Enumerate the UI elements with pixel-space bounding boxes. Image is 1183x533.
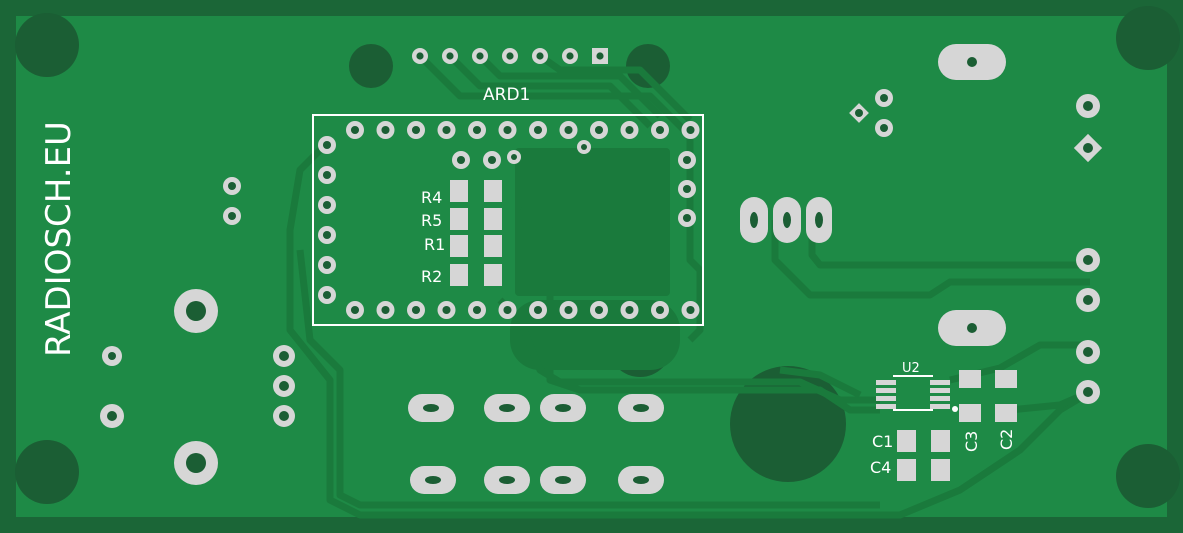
capacitor-label-c3: C3 bbox=[962, 431, 981, 452]
resistor-label-r4: R4 bbox=[421, 188, 442, 207]
header-pad-drill bbox=[381, 305, 390, 315]
copper-traces bbox=[286, 53, 1092, 519]
copper-fill bbox=[510, 148, 680, 370]
ic-u2-footprint bbox=[876, 375, 958, 412]
header-pad-drill bbox=[456, 155, 466, 165]
slot-pads bbox=[408, 44, 1006, 494]
ic-label-u2: U2 bbox=[902, 361, 920, 376]
resistor-label-r1: R1 bbox=[424, 235, 445, 254]
header-pad-drill bbox=[381, 125, 390, 135]
header-pad-drill bbox=[322, 230, 332, 240]
top-header-pads bbox=[412, 48, 608, 64]
header-pad-drill bbox=[506, 52, 514, 60]
header-pad-drill bbox=[594, 305, 604, 315]
capacitor-label-c4: C4 bbox=[870, 458, 891, 477]
header-pad-drill bbox=[350, 305, 360, 315]
header-pad-drill bbox=[564, 305, 573, 315]
module-header-pads bbox=[318, 121, 700, 319]
header-pad-drill bbox=[536, 52, 544, 60]
header-pad-drill bbox=[564, 125, 573, 135]
header-pad-drill bbox=[472, 305, 482, 315]
header-pad-drill bbox=[411, 125, 421, 135]
header-pad-drill bbox=[503, 125, 512, 135]
capacitor-label-c2: C2 bbox=[997, 429, 1016, 450]
module-outline bbox=[312, 114, 704, 326]
brand-label: RADIOSCH.EU bbox=[39, 121, 79, 357]
header-pad-drill bbox=[625, 125, 634, 135]
header-pad-drill bbox=[566, 52, 574, 60]
header-pad-drill bbox=[476, 52, 484, 60]
header-pad-drill bbox=[322, 260, 332, 270]
resistor-pads bbox=[450, 180, 502, 286]
header-pad-drill bbox=[446, 52, 454, 60]
header-pad-drill bbox=[416, 52, 424, 60]
header-pad-drill bbox=[487, 155, 497, 165]
header-pad-drill bbox=[594, 125, 604, 135]
header-pad-drill bbox=[442, 125, 451, 135]
header-pad-drill bbox=[472, 125, 482, 135]
header-pad-drill bbox=[411, 305, 421, 315]
header-pad-drill bbox=[322, 140, 332, 150]
header-pad-drill bbox=[322, 290, 332, 300]
header-pad-drill bbox=[682, 155, 692, 165]
header-pad-drill bbox=[655, 305, 665, 315]
header-pad-drill bbox=[442, 305, 451, 315]
header-pad-drill bbox=[503, 305, 512, 315]
header-pad-drill bbox=[350, 125, 360, 135]
resistor-label-r5: R5 bbox=[421, 211, 442, 230]
module-label: ARD1 bbox=[483, 85, 530, 105]
through-hole-drills bbox=[107, 94, 1093, 473]
header-pad-drill bbox=[655, 125, 665, 135]
header-pad-drill bbox=[686, 125, 695, 135]
capacitor-pads bbox=[897, 370, 1017, 481]
header-pad-drill bbox=[682, 213, 692, 223]
header-pad-drill bbox=[322, 200, 332, 210]
capacitor-label-c1: C1 bbox=[872, 432, 893, 451]
header-pad-drill bbox=[682, 184, 692, 194]
header-pad-drill bbox=[686, 305, 695, 315]
resistor-label-r2: R2 bbox=[421, 267, 442, 286]
header-pad-drill bbox=[596, 52, 604, 60]
header-pad-drill bbox=[533, 305, 543, 315]
header-pad-drill bbox=[322, 170, 332, 180]
header-pad-drill bbox=[533, 125, 543, 135]
header-pad-drill bbox=[625, 305, 634, 315]
